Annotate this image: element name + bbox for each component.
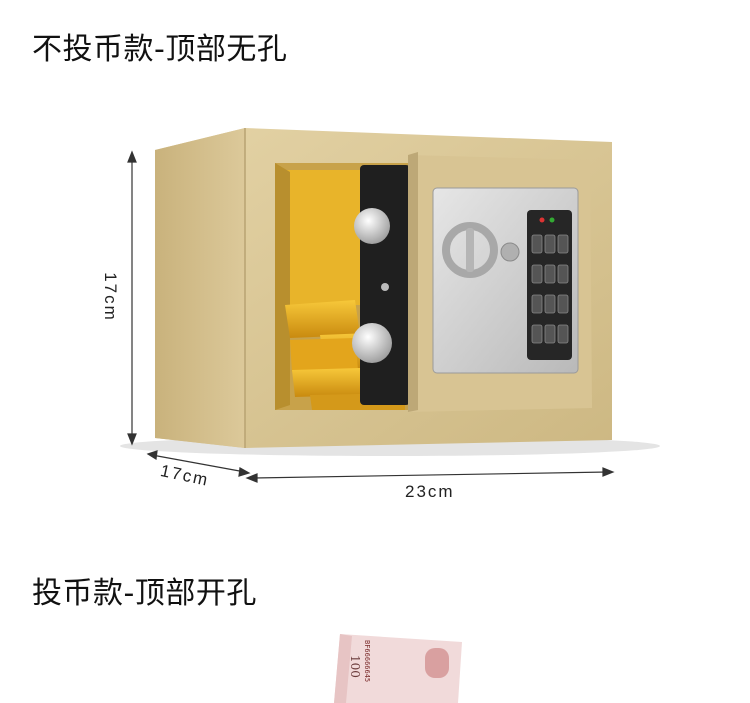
dimension-width-label: 23cm <box>405 482 455 501</box>
safe-illustration <box>120 128 660 483</box>
heading-no-coin-slot: 不投币款-顶部无孔 <box>32 32 288 67</box>
bolt-bottom <box>352 323 392 363</box>
bolt-top <box>354 208 390 244</box>
banknote-denomination: 100 <box>348 655 362 678</box>
handle-knob <box>442 222 498 278</box>
banknote: 100 BF66666645 <box>334 634 462 703</box>
heading-coin-slot: 投币款-顶部开孔 <box>32 576 257 611</box>
key-lock <box>500 242 520 262</box>
safe-door <box>408 152 592 412</box>
banknote-serial: BF66666645 <box>363 640 371 682</box>
dimension-lines <box>127 150 615 483</box>
door-hinge <box>352 165 410 405</box>
